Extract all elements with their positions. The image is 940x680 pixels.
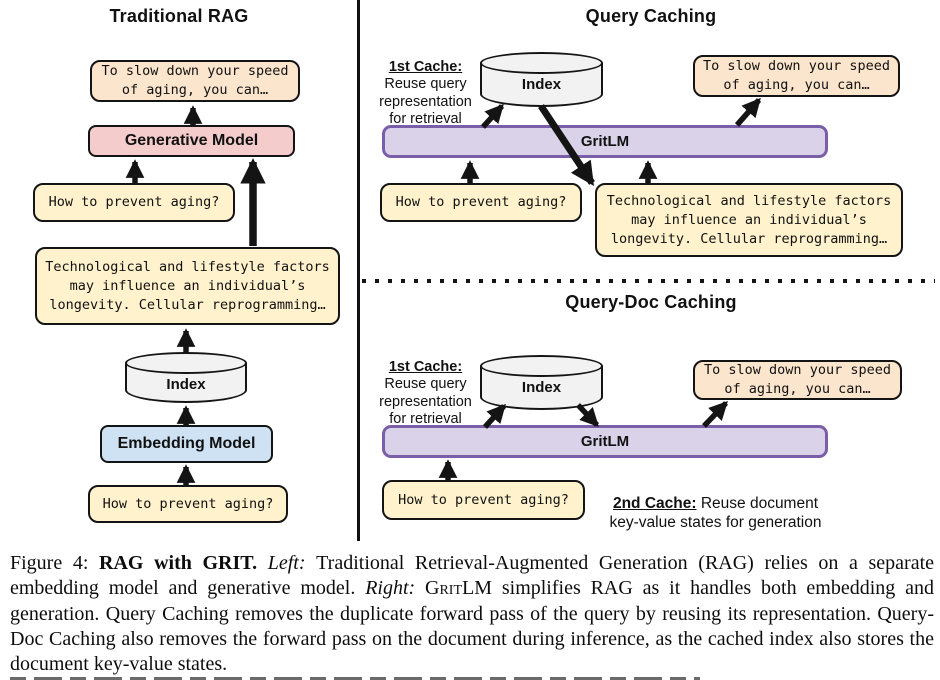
caption-segment: Left:: [267, 552, 317, 574]
document-box: Technological and lifestyle factors may …: [595, 183, 903, 257]
query-box: How to prevent aging?: [88, 485, 288, 523]
embedding-model-box: Embedding Model: [100, 425, 273, 463]
gritlm-label: GritLM: [580, 133, 630, 150]
answer-box: To slow down your speed of aging, you ca…: [90, 60, 300, 102]
cylinder-top: [125, 352, 247, 374]
index-cylinder: Index: [480, 355, 603, 410]
panel-divider: [357, 0, 360, 541]
answer-box: To slow down your speed of aging, you ca…: [693, 55, 900, 97]
query-doc-caching-panel: Query-Doc Caching 1st Cache: Reuse query…: [360, 283, 940, 540]
index-cylinder: Index: [480, 52, 603, 107]
query-caching-title: Query Caching: [585, 6, 717, 26]
index-label: Index: [521, 76, 562, 93]
gritlm-label: GritLM: [580, 433, 630, 450]
query-text: How to prevent aging?: [395, 194, 567, 210]
traditional-rag-panel: Traditional RAG To slow down your speed …: [0, 0, 358, 540]
query-box: How to prevent aging?: [33, 183, 235, 222]
generative-model-box: Generative Model: [88, 125, 295, 157]
first-cache-title: 1st Cache:: [388, 58, 463, 75]
second-cache-text: Reuse document key-value states for gene…: [609, 495, 822, 531]
document-text: Technological and lifestyle factors may …: [45, 258, 330, 313]
clipped-next-line: [10, 677, 700, 680]
first-cache-text: Reuse query representation for retrieval: [379, 76, 472, 127]
gritlm-bar: GritLM: [382, 125, 828, 158]
answer-text: To slow down your speed of aging, you ca…: [703, 58, 890, 93]
query-text: How to prevent aging?: [398, 491, 569, 508]
first-cache-title: 1st Cache:: [388, 358, 463, 375]
traditional-rag-title: Traditional RAG: [109, 6, 249, 26]
index-cylinder: Index: [125, 352, 247, 403]
query-box: How to prevent aging?: [382, 480, 585, 520]
generative-model-label: Generative Model: [124, 132, 259, 149]
document-text: Technological and lifestyle factors may …: [606, 192, 892, 247]
gritlm-bar: GritLM: [382, 425, 828, 458]
answer-box: To slow down your speed of aging, you ca…: [693, 360, 902, 400]
first-cache-note: 1st Cache: Reuse query representation fo…: [368, 41, 483, 129]
answer-text: To slow down your speed of aging, you ca…: [704, 362, 891, 397]
document-box: Technological and lifestyle factors may …: [35, 247, 340, 325]
first-cache-text: Reuse query representation for retrieval: [379, 376, 472, 427]
caption-segment: Right:: [365, 577, 426, 600]
query-caching-panel: Query Caching 1st Cache: Reuse query rep…: [360, 0, 940, 282]
query-doc-caching-title: Query-Doc Caching: [565, 292, 737, 312]
query-text: How to prevent aging?: [102, 495, 274, 512]
answer-text: To slow down your speed of aging, you ca…: [101, 63, 289, 98]
second-cache-title: 2nd Cache:: [612, 495, 697, 512]
first-cache-note: 1st Cache: Reuse query representation fo…: [368, 341, 483, 429]
index-label: Index: [166, 376, 206, 393]
caption-segment: LM simplifies RAG as it handles both emb…: [10, 577, 934, 676]
dotted-separator: [362, 279, 935, 283]
cylinder-top: [480, 52, 603, 74]
second-cache-note: 2nd Cache: Reuse document key-value stat…: [593, 475, 838, 532]
index-label: Index: [521, 379, 562, 396]
query-box: How to prevent aging?: [380, 183, 582, 222]
figure-caption: Figure 4: RAG with GRIT. Left: Tradition…: [10, 551, 934, 677]
embedding-model-label: Embedding Model: [117, 435, 256, 452]
caption-segment: RAG with GRIT.: [99, 552, 268, 574]
caption-segment: Traditional Retrieval-Augmented Generati…: [10, 552, 935, 600]
query-text: How to prevent aging?: [48, 194, 220, 210]
caption-segment: Grit: [425, 577, 463, 600]
caption-segment: Figure 4:: [10, 552, 100, 574]
cylinder-top: [480, 355, 603, 377]
